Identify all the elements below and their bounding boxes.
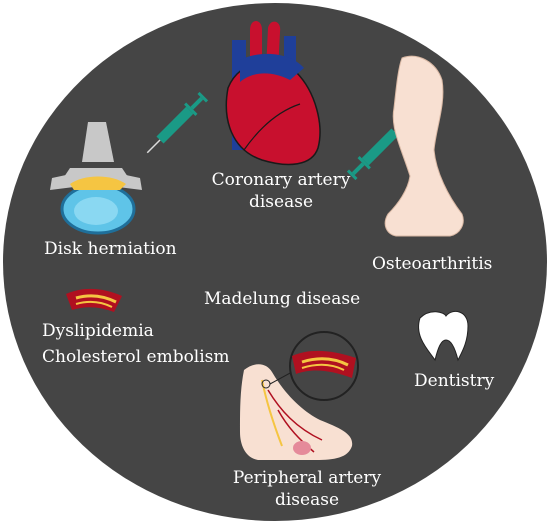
label-disk: Disk herniation (44, 239, 177, 259)
label-coronary: Coronary artery disease (196, 169, 366, 213)
heart-icon (225, 21, 321, 166)
label-osteo: Osteoarthritis (372, 254, 493, 274)
label-peripheral: Peripheral artery disease (222, 467, 392, 511)
label-coronary-line2: disease (248, 192, 314, 212)
label-peripheral-line1: Peripheral artery (232, 468, 382, 488)
syringe-icon (146, 91, 209, 154)
tooth-icon (418, 310, 469, 362)
label-peripheral-line2: disease (274, 490, 340, 510)
label-dyslipidemia: Dyslipidemia (42, 321, 154, 341)
foot-icon (240, 364, 353, 460)
label-dentistry: Dentistry (414, 371, 495, 391)
label-madelung: Madelung disease (204, 289, 361, 309)
artery-icon (66, 288, 122, 312)
leg-icon (384, 55, 464, 237)
label-cholesterol: Cholesterol embolism (42, 347, 230, 367)
vertebra-icon (50, 122, 142, 235)
label-coronary-line1: Coronary artery (211, 170, 351, 190)
magnifier-icon (269, 331, 359, 401)
